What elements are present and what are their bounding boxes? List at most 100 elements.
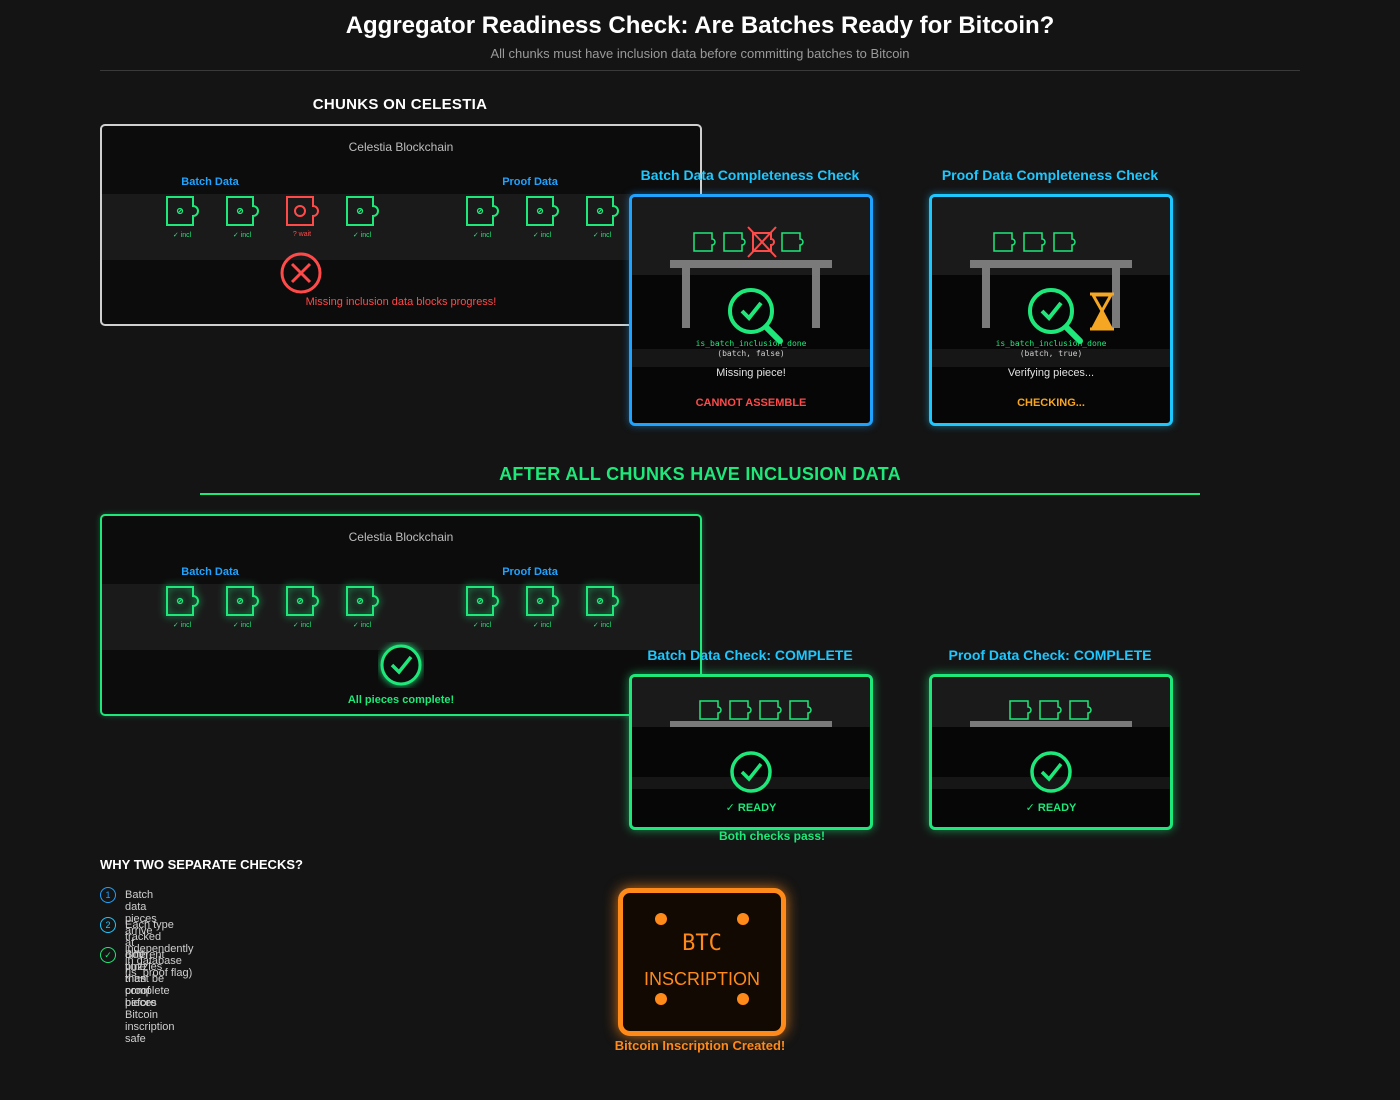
piece-caption: ? wait [292, 231, 312, 238]
assembled-table-graphic [670, 700, 832, 793]
check-circle-icon [730, 751, 772, 793]
page-title: Aggregator Readiness Check: Are Batches … [345, 12, 1055, 39]
chain-band [102, 194, 700, 260]
piece-caption: ✓ incl [352, 622, 372, 629]
piece-caption: ✓ incl [472, 622, 492, 629]
piece-caption: ✓ incl [292, 622, 312, 629]
puzzle-piece: ✓ incl [344, 584, 384, 630]
batch-check-card: is_batch_inclusion_done (batch, false) M… [629, 194, 873, 426]
proof-complete-card: ✓ READY [929, 674, 1173, 830]
proof-data-label: Proof Data [502, 176, 558, 188]
celestia-chain-box-top: Celestia Blockchain Batch Data Proof Dat… [100, 124, 702, 326]
missing-puzzle-piece: ? wait [284, 194, 324, 240]
puzzle-piece: ✓ incl [284, 584, 324, 630]
check-circle-icon [1030, 751, 1072, 793]
code-line-1: is_batch_inclusion_done [995, 339, 1107, 348]
magnifier-check-icon [1028, 288, 1083, 344]
chain-label: Celestia Blockchain [348, 530, 454, 544]
magnifier-check-icon [728, 288, 783, 344]
assembly-table-graphic [970, 232, 1132, 344]
batch-complete-card: ✓ READY [629, 674, 873, 830]
proof-check-status: CHECKING... [1017, 397, 1085, 409]
batch-data-label: Batch Data [181, 566, 239, 578]
number-badge: 2 [100, 917, 116, 933]
dot-icon [655, 993, 667, 1005]
assembled-table-graphic [970, 700, 1132, 793]
complete-check-icon [380, 644, 422, 686]
puzzle-piece-icon [526, 586, 559, 616]
btc-inscription-badge: BTC INSCRIPTION [618, 888, 786, 1036]
puzzle-piece: ✓ incl [164, 194, 204, 240]
assembly-table-graphic [670, 226, 832, 344]
piece-caption: ✓ incl [472, 232, 492, 239]
btc-caption: Bitcoin Inscription Created! [614, 1038, 786, 1053]
error-x-icon [280, 252, 322, 294]
puzzle-piece: ✓ incl [584, 194, 624, 240]
puzzle-piece-icon [466, 586, 499, 616]
piece-caption: ✓ incl [232, 232, 252, 239]
batch-complete-title: Batch Data Check: COMPLETE [647, 647, 853, 663]
puzzle-piece-icon [346, 196, 379, 226]
table-icon [970, 721, 1132, 727]
hourglass-icon [1090, 292, 1114, 331]
both-pass-text: Both checks pass! [718, 829, 826, 843]
piece-caption: ✓ incl [592, 622, 612, 629]
proof-check-card: is_batch_inclusion_done (batch, true) Ve… [929, 194, 1173, 426]
chain-label: Celestia Blockchain [348, 140, 454, 154]
table-icon [970, 260, 1132, 328]
piece-caption: ✓ incl [232, 622, 252, 629]
why-heading: WHY TWO SEPARATE CHECKS? [100, 857, 303, 872]
puzzle-piece: ✓ incl [524, 194, 564, 240]
code-line-2: (batch, false) [717, 349, 785, 358]
dot-icon [737, 993, 749, 1005]
piece-caption: ✓ incl [532, 232, 552, 239]
code-line-1: is_batch_inclusion_done [695, 339, 807, 348]
top-section-heading: CHUNKS ON CELESTIA [312, 96, 488, 113]
batch-check-title: Batch Data Completeness Check [640, 167, 860, 183]
puzzle-piece-icon [466, 196, 499, 226]
table-icon [670, 721, 832, 727]
piece-caption: ✓ incl [592, 232, 612, 239]
proof-data-label: Proof Data [502, 566, 558, 578]
piece-caption: ✓ incl [172, 622, 192, 629]
puzzle-piece: ✓ incl [464, 584, 504, 630]
piece-caption: ✓ incl [532, 622, 552, 629]
page-subtitle: All chunks must have inclusion data befo… [490, 46, 910, 61]
batch-data-label: Batch Data [181, 176, 239, 188]
puzzle-piece-icon [586, 586, 619, 616]
puzzle-piece: ✓ incl [464, 194, 504, 240]
puzzle-piece-icon [226, 196, 259, 226]
puzzle-piece-icon [226, 586, 259, 616]
piece-caption: ✓ incl [352, 232, 372, 239]
puzzle-piece: ✓ incl [344, 194, 384, 240]
dot-icon [737, 913, 749, 925]
batch-check-message: Missing piece! [716, 367, 786, 379]
batch-ready-status: ✓ READY [725, 802, 777, 814]
batch-check-status: CANNOT ASSEMBLE [695, 397, 807, 409]
bottom-section-divider [200, 493, 1200, 495]
puzzle-piece-icon [166, 586, 199, 616]
header-divider [100, 70, 1300, 71]
code-line-2: (batch, true) [1019, 349, 1083, 358]
table-icon [670, 260, 832, 328]
complete-message: All pieces complete! [347, 694, 455, 706]
celestia-chain-box-bottom: Celestia Blockchain Batch Data Proof Dat… [100, 514, 702, 716]
error-message: Missing inclusion data blocks progress! [305, 296, 497, 308]
proof-complete-title: Proof Data Check: COMPLETE [948, 647, 1152, 663]
check-badge-icon: ✓ [100, 947, 116, 963]
proof-ready-status: ✓ READY [1025, 802, 1077, 814]
puzzle-piece-icon [286, 196, 319, 226]
puzzle-piece-icon [286, 586, 319, 616]
puzzle-piece-icon [166, 196, 199, 226]
number-badge: 1 [100, 887, 116, 903]
btc-label: BTC [682, 931, 722, 956]
puzzle-piece-icon [526, 196, 559, 226]
puzzle-piece-icon [586, 196, 619, 226]
proof-check-message: Verifying pieces... [1007, 367, 1095, 379]
dot-icon [655, 913, 667, 925]
piece-caption: ✓ incl [172, 232, 192, 239]
puzzle-piece: ✓ incl [584, 584, 624, 630]
puzzle-piece: ✓ incl [524, 584, 564, 630]
proof-check-title: Proof Data Completeness Check [941, 167, 1159, 183]
puzzle-piece: ✓ incl [164, 584, 204, 630]
